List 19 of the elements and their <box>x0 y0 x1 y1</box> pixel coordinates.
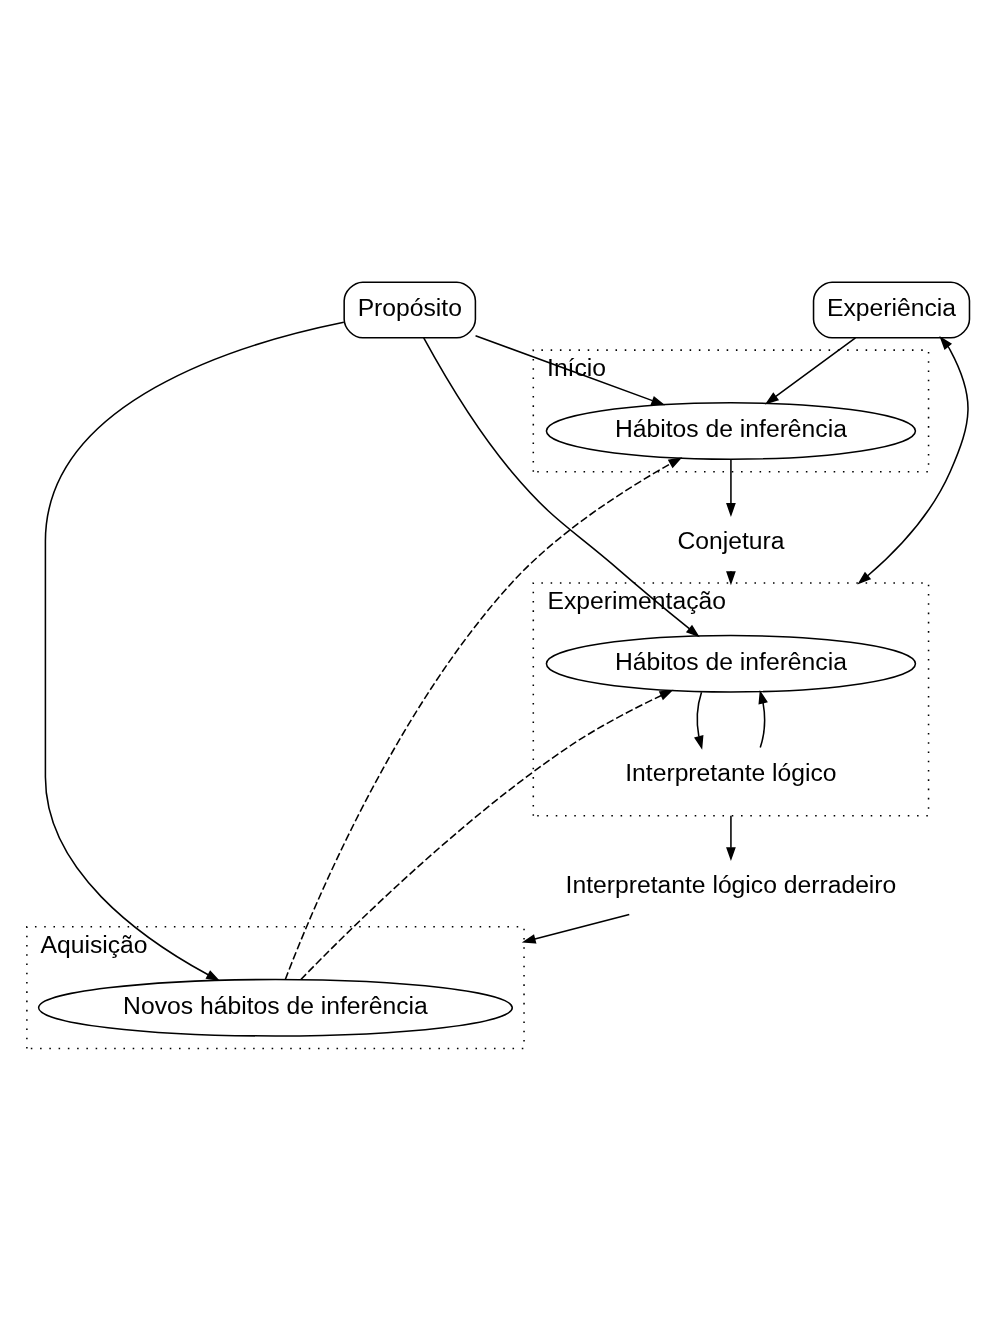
arrow <box>44 321 345 981</box>
node-text: Conjetura <box>677 526 785 554</box>
arrow <box>726 814 736 861</box>
node-text: Interpretante lógico <box>625 758 837 786</box>
node-ellipse: Hábitos de inferência <box>545 401 917 460</box>
node-text: Interpretante lógico derradeiro <box>565 870 897 898</box>
arrow <box>284 456 683 980</box>
arrow <box>726 458 736 517</box>
arrow <box>857 335 969 584</box>
arrow <box>300 689 674 980</box>
node-ellipse: Novos hábitos de inferência <box>37 978 514 1037</box>
arrow <box>422 336 700 637</box>
node-box: Propósito <box>343 280 477 339</box>
arrow <box>521 913 631 944</box>
arrow <box>474 334 666 405</box>
node-box: Experiência <box>812 280 971 339</box>
arrow <box>694 690 704 750</box>
arrow <box>758 689 768 748</box>
node-ellipse: Hábitos de inferência <box>545 634 917 693</box>
